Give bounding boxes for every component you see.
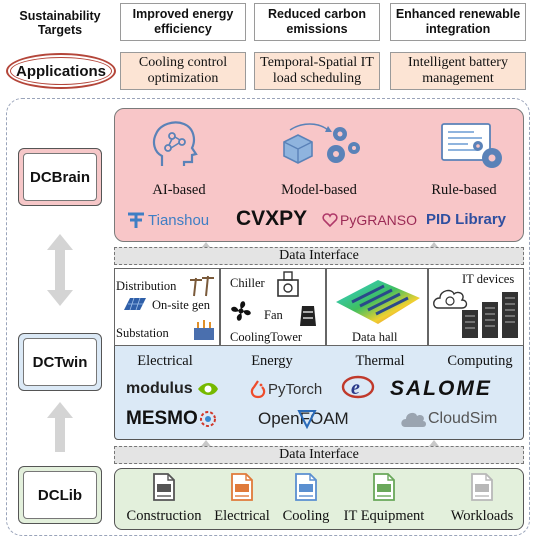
mesmo-text: MESMO	[126, 408, 198, 429]
solar-panel-icon	[124, 297, 146, 311]
cvxpy-logo: CVXPY	[236, 206, 316, 232]
dclib-panel	[114, 468, 524, 530]
substation-label: Substation	[116, 326, 169, 340]
tianshou-icon	[128, 212, 144, 228]
brain-twin-double-arrow	[47, 234, 73, 306]
electrical-domain-label: Electrical	[137, 352, 193, 369]
dclib-label-text: DCLib	[23, 471, 97, 519]
construction-library-label: Construction	[126, 508, 202, 524]
onsite-gen-label: On-site gen	[152, 298, 210, 312]
data-interface-bottom: Data Interface	[114, 446, 524, 464]
rule-document-gear-icon	[441, 123, 502, 168]
dclib-label: DCLib	[18, 466, 102, 524]
pid-library-logo: PID Library	[426, 207, 522, 231]
cooling-tower-icon	[300, 306, 316, 326]
mesmo-logo: MESMO	[126, 405, 230, 433]
model-cube-gear-icon	[283, 123, 360, 164]
openfoam-logo: OpenFOAM	[258, 405, 378, 433]
electrical-library-icon	[231, 473, 253, 501]
lib-twin-arrow	[47, 402, 73, 452]
app-cooling-control: Cooling control optimization	[120, 52, 246, 90]
data-hall-thermal-icon	[336, 280, 420, 324]
tianshou-text: Tianshou	[148, 211, 210, 229]
pytorch-logo: PyTorch	[250, 377, 350, 401]
data-interface-top: Data Interface	[114, 247, 524, 265]
applications-oval: Applications	[6, 53, 116, 89]
chiller-label: Chiller	[230, 276, 265, 290]
pygranso-text: PyGRANSO	[340, 212, 418, 228]
target-reduced-emissions: Reduced carbon emissions	[254, 3, 380, 41]
substation-icon	[194, 320, 214, 340]
it-devices-label: IT devices	[462, 272, 515, 286]
rule-based-label: Rule-based	[431, 181, 497, 198]
thermal-domain-label: Thermal	[355, 352, 405, 369]
cooling-library-icon	[295, 473, 317, 501]
cvxpy-text: CVXPY	[236, 207, 308, 230]
dctwin-label-text: DCTwin	[23, 338, 97, 386]
framework-frame	[6, 98, 530, 536]
tianshou-logo: Tianshou	[126, 208, 236, 232]
modulus-logo: modulus	[126, 377, 244, 401]
cloudsim-text: CloudSim	[428, 410, 498, 427]
distribution-label: Distribution	[116, 279, 177, 293]
cooling-tower-label: CoolingTower	[230, 330, 303, 344]
target-renewable-integration: Enhanced renewable integration	[390, 3, 526, 41]
modulus-text: modulus	[126, 380, 193, 397]
power-pole-icon	[190, 275, 214, 297]
fan-label: Fan	[264, 308, 283, 322]
pygranso-logo: PyGRANSO	[322, 208, 422, 232]
computing-domain-label: Computing	[447, 352, 513, 369]
dclib-library-row: Construction Electrical Cooling IT Equipmen…	[114, 468, 524, 530]
it-equipment-library-icon	[373, 473, 395, 501]
heart-icon	[322, 213, 338, 228]
ai-head-icon	[152, 121, 198, 166]
salome-text: SALOME	[390, 377, 492, 400]
pytorch-flame-icon	[250, 380, 266, 399]
app-battery-management: Intelligent battery management	[390, 52, 526, 90]
workloads-library-icon	[471, 473, 493, 501]
it-equipment-library-label: IT Equipment	[343, 508, 425, 524]
e-logo-icon: e	[341, 375, 375, 399]
electrical-library-label: Electrical	[214, 508, 270, 524]
dcbrain-label-text: DCBrain	[23, 153, 97, 201]
openfoam-triangle-icon	[297, 410, 317, 429]
energy-domain-label: Energy	[251, 352, 293, 369]
pytorch-text: PyTorch	[268, 380, 323, 398]
salome-logo: SALOME	[390, 376, 518, 402]
svg-text:e: e	[351, 377, 360, 399]
pid-library-text: PID Library	[426, 210, 507, 228]
servers-cloud-icon	[433, 289, 518, 338]
construction-library-icon	[153, 473, 175, 501]
workloads-library-label: Workloads	[450, 508, 514, 524]
data-hall-label: Data hall	[352, 330, 398, 344]
mesmo-swirl-icon	[199, 411, 216, 427]
dctwin-label: DCTwin	[18, 333, 102, 391]
app-load-scheduling: Temporal-Spatial IT load scheduling	[254, 52, 380, 90]
chiller-icon	[277, 271, 299, 297]
target-improved-efficiency: Improved energy efficiency	[120, 3, 246, 41]
cloudsim-cloud-icon	[401, 412, 426, 427]
nvidia-eye-icon	[197, 383, 218, 395]
fan-icon	[231, 301, 251, 321]
sustainability-targets-heading: Sustainability Targets	[19, 9, 101, 37]
model-based-label: Model-based	[281, 181, 357, 198]
applications-heading: Applications	[10, 57, 112, 85]
cloudsim-logo: CloudSim	[400, 405, 520, 433]
ai-based-label: AI-based	[152, 181, 206, 198]
dcbrain-label: DCBrain	[18, 148, 102, 206]
cooling-library-label: Cooling	[282, 508, 330, 524]
